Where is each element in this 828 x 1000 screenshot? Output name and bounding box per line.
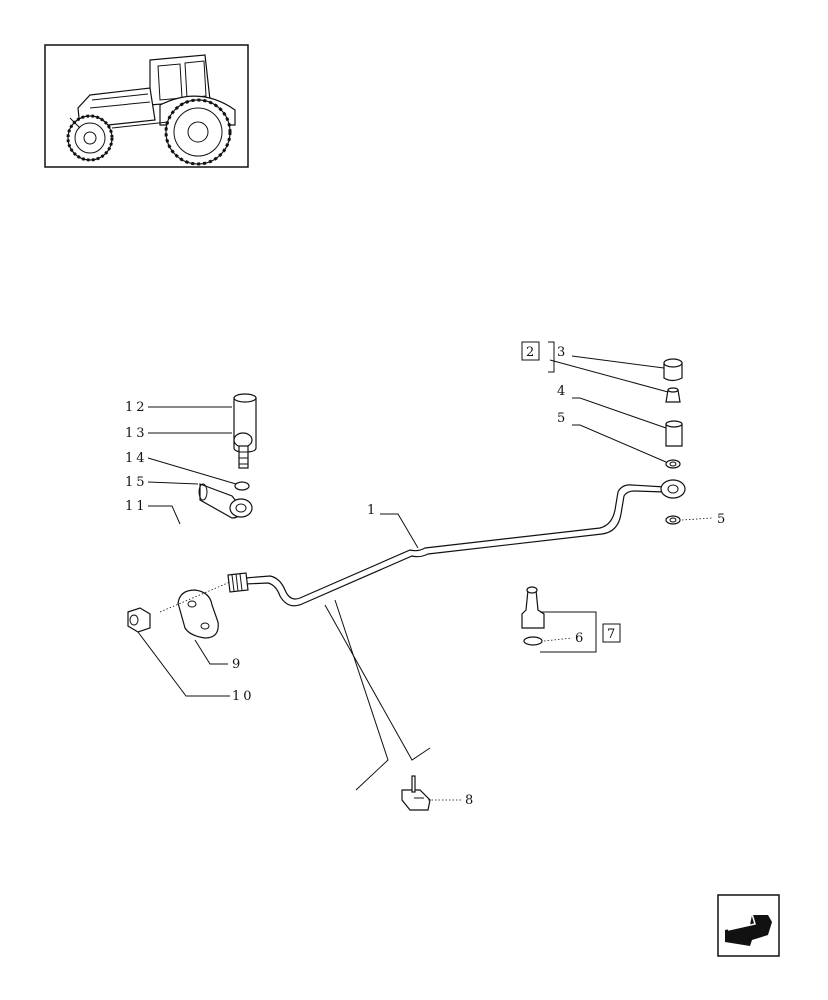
callout-5-upper: 5 xyxy=(557,411,568,426)
callout-13: 13 xyxy=(125,426,148,441)
callout-15: 15 xyxy=(125,475,148,490)
pipe-clip xyxy=(401,775,431,811)
callout-12: 12 xyxy=(125,400,148,415)
tractor-thumbnail-icon xyxy=(44,44,249,168)
bleed-fitting xyxy=(521,586,545,646)
callout-10: 10 xyxy=(232,689,255,704)
pipe-assembly xyxy=(227,479,686,607)
callout-8: 8 xyxy=(465,793,476,808)
callout-1: 1 xyxy=(367,503,378,518)
callout-3: 3 xyxy=(557,345,568,360)
callout-7: 7 xyxy=(607,627,615,642)
right-fitting-stack xyxy=(663,358,683,525)
flange-plate xyxy=(159,581,231,639)
nut xyxy=(127,607,151,633)
callout-4: 4 xyxy=(557,384,568,399)
left-fitting-stack xyxy=(198,393,257,519)
leader-lines xyxy=(137,341,713,801)
callout-14: 14 xyxy=(125,451,148,466)
callout-2: 2 xyxy=(526,345,534,360)
back-arrow-icon[interactable] xyxy=(717,894,780,957)
callout-11: 11 xyxy=(125,499,148,514)
callout-9: 9 xyxy=(232,657,243,672)
callout-6: 6 xyxy=(575,631,586,646)
callout-5-lower: 5 xyxy=(717,512,728,527)
